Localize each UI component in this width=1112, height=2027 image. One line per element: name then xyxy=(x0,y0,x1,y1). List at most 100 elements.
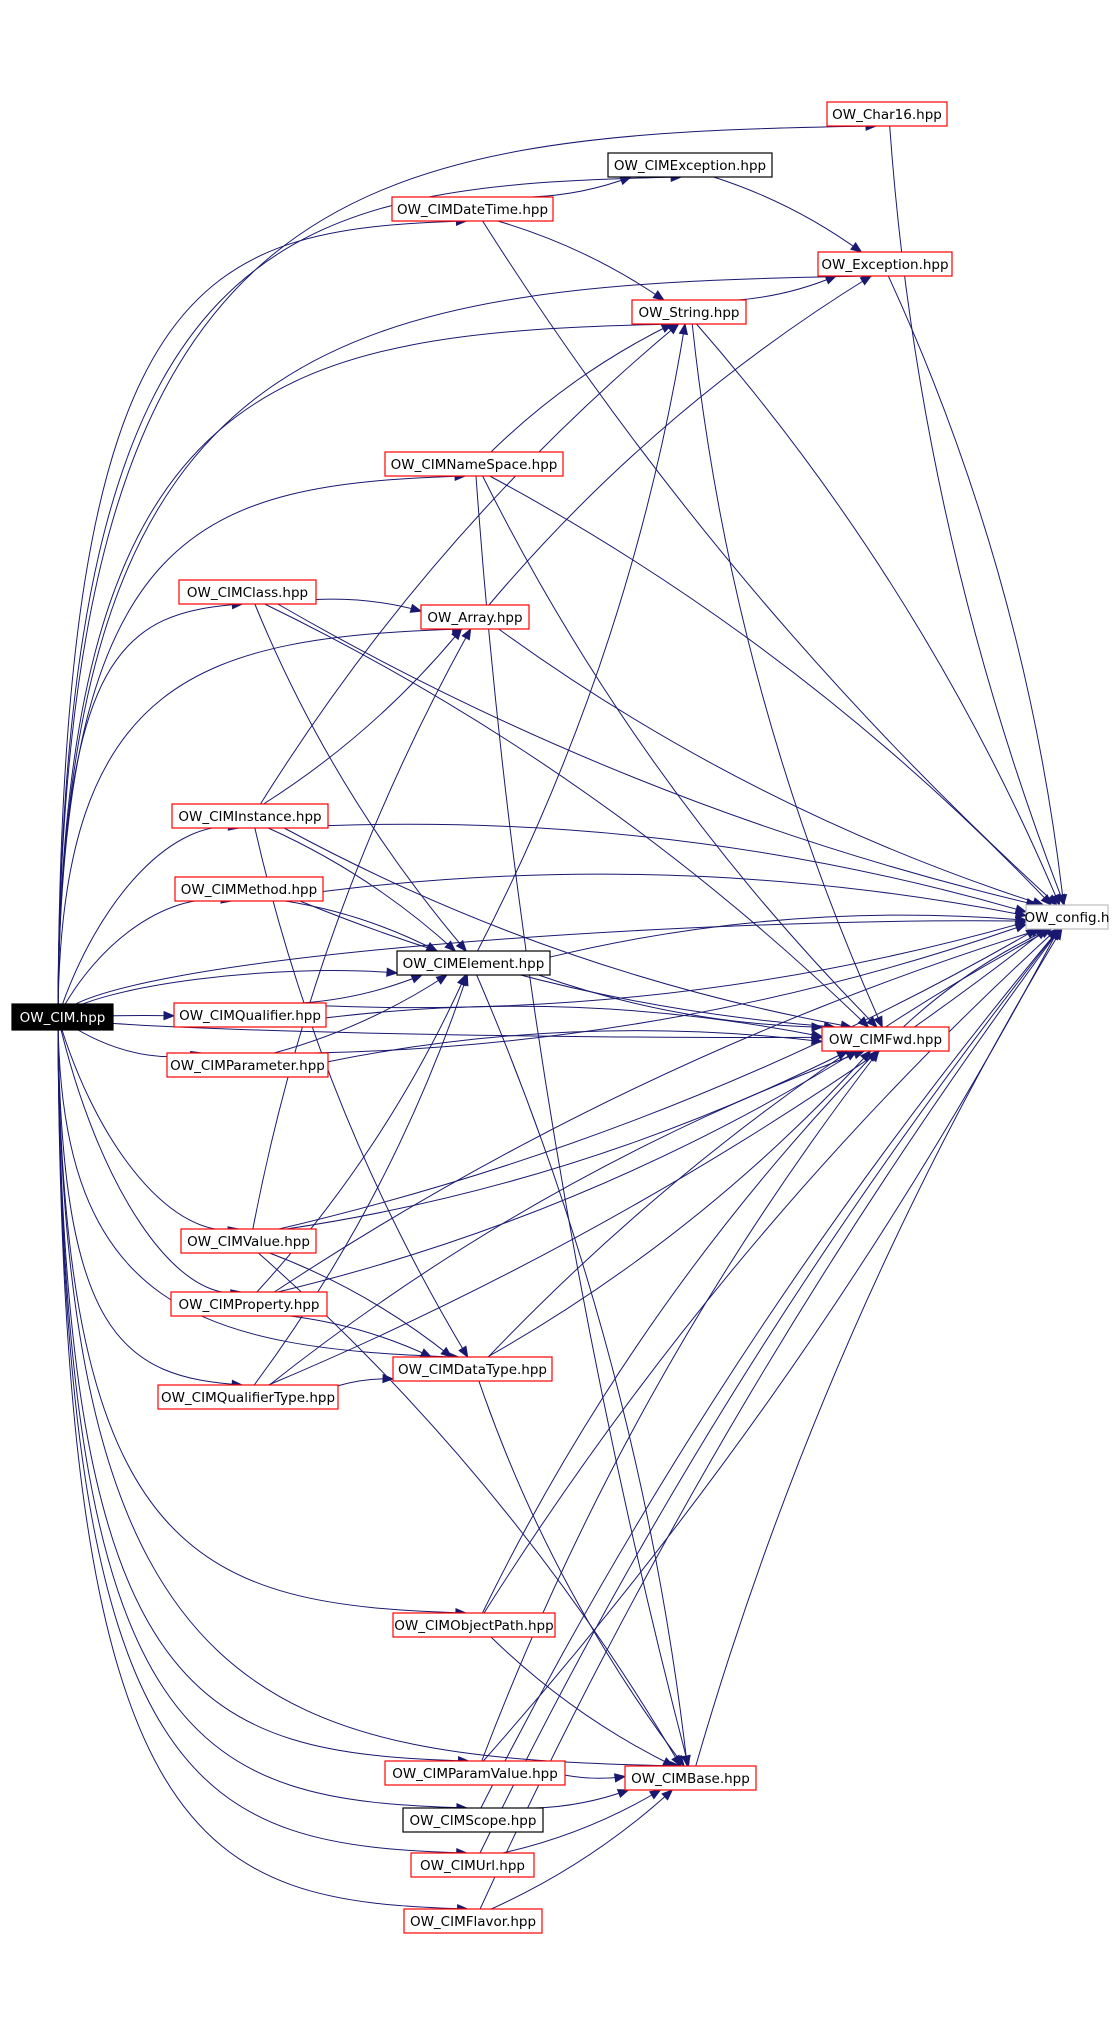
edge-char16-to-config xyxy=(889,125,1065,907)
node-ciminstance[interactable]: OW_CIMInstance.hpp xyxy=(171,803,329,829)
edge-line xyxy=(57,628,463,1018)
node-cimproperty[interactable]: OW_CIMProperty.hpp xyxy=(170,1291,328,1317)
edge-cimurl-to-cimbase xyxy=(502,1789,662,1854)
node-box xyxy=(624,1765,757,1791)
node-char16[interactable]: OW_Char16.hpp xyxy=(826,101,948,127)
edge-arrowhead xyxy=(868,1049,880,1063)
edge-line xyxy=(325,921,1027,1009)
node-label: OW_CIMNameSpace.hpp xyxy=(391,457,558,473)
node-cimobjectpath[interactable]: OW_CIMObjectPath.hpp xyxy=(392,1612,556,1638)
node-cimdatatype[interactable]: OW_CIMDataType.hpp xyxy=(392,1356,553,1382)
edge-line xyxy=(301,974,423,1004)
node-box xyxy=(157,1384,339,1410)
edge-arrowhead xyxy=(673,1754,685,1768)
node-cimfwd[interactable]: OW_CIMFwd.hpp xyxy=(821,1026,950,1052)
edge-arrowhead xyxy=(1014,908,1028,919)
node-box xyxy=(420,604,530,630)
edge-arrowhead xyxy=(386,967,399,977)
edge-line xyxy=(274,928,1042,1293)
edge-string-to-exception xyxy=(737,275,838,301)
node-cimnamespace[interactable]: OW_CIMNameSpace.hpp xyxy=(384,451,564,477)
node-cim[interactable]: OW_CIM.hpp xyxy=(11,1003,114,1031)
node-cimqualifiertype[interactable]: OW_CIMQualifierType.hpp xyxy=(157,1384,339,1410)
edge-arrowhead xyxy=(866,1016,878,1028)
edge-line xyxy=(57,1016,239,1231)
node-cimdatetime[interactable]: OW_CIMDateTime.hpp xyxy=(391,196,554,222)
node-box xyxy=(402,1807,544,1833)
edge-line xyxy=(887,275,1065,906)
edge-ciminstance-to-cimelement xyxy=(268,827,457,952)
node-cimelement[interactable]: OW_CIMElement.hpp xyxy=(396,950,551,976)
edge-ciminstance-to-config xyxy=(327,823,1028,914)
edge-cim-to-cimexception xyxy=(57,172,683,1018)
edge-line xyxy=(269,1252,452,1358)
edge-line xyxy=(695,928,1063,1767)
node-cimclass[interactable]: OW_CIMClass.hpp xyxy=(178,579,317,605)
edge-cimparameter-to-cimfwd xyxy=(327,1030,824,1063)
node-cimflavor[interactable]: OW_CIMFlavor.hpp xyxy=(403,1908,543,1934)
edge-arrowhead xyxy=(444,940,457,952)
edge-line xyxy=(490,1636,674,1767)
node-cimqualifier[interactable]: OW_CIMQualifier.hpp xyxy=(173,1002,327,1028)
edge-line xyxy=(57,1016,467,1854)
edge-ciminstance-to-array xyxy=(263,627,463,805)
node-box xyxy=(817,251,953,277)
node-cimscope[interactable]: OW_CIMScope.hpp xyxy=(402,1807,544,1833)
node-label: OW_CIMObjectPath.hpp xyxy=(394,1618,553,1634)
edge-line xyxy=(696,323,1060,906)
edge-cimqualifiertype-to-config xyxy=(268,928,1048,1386)
node-exception[interactable]: OW_Exception.hpp xyxy=(817,251,953,277)
node-cimvalue[interactable]: OW_CIMValue.hpp xyxy=(180,1228,317,1254)
node-label: OW_CIMValue.hpp xyxy=(187,1234,310,1250)
node-cimparamvalue[interactable]: OW_CIMParamValue.hpp xyxy=(384,1760,566,1786)
edge-line xyxy=(475,475,690,1767)
edge-arrowhead xyxy=(451,627,463,641)
node-box xyxy=(396,950,551,976)
edge-line xyxy=(57,898,232,1018)
edge-arrowhead xyxy=(616,1789,630,1799)
node-label: OW_CIMDataType.hpp xyxy=(398,1362,547,1378)
edge-arrowhead xyxy=(1035,928,1048,940)
node-cimbase[interactable]: OW_CIMBase.hpp xyxy=(624,1765,757,1791)
edge-line xyxy=(489,475,1052,906)
edge-cimdatatype-to-cimfwd xyxy=(487,1050,872,1358)
node-cimmethod[interactable]: OW_CIMMethod.hpp xyxy=(174,876,324,902)
edge-cim-to-cimobjectpath xyxy=(57,1016,468,1618)
edge-cimbase-to-config xyxy=(695,927,1063,1767)
node-box xyxy=(166,1052,329,1078)
edge-line xyxy=(482,220,1058,906)
edge-line xyxy=(737,275,837,301)
edge-arrowhead xyxy=(440,1346,453,1358)
edge-cim-to-cimurl xyxy=(57,1016,469,1858)
edge-line xyxy=(903,928,1050,1028)
edge-cimmethod-to-cimelement xyxy=(285,900,439,952)
node-cimurl[interactable]: OW_CIMUrl.hpp xyxy=(410,1852,535,1878)
node-string[interactable]: OW_String.hpp xyxy=(631,299,747,325)
edge-cimnamespace-to-string xyxy=(490,323,674,453)
edge-arrowhead xyxy=(461,627,472,641)
edge-line xyxy=(57,1016,466,1614)
node-label: OW_CIMFlavor.hpp xyxy=(410,1914,536,1930)
edge-arrowhead xyxy=(810,1029,824,1040)
edge-cimqualifiertype-to-cimdatatype xyxy=(337,1373,395,1387)
edge-cimexception-to-exception xyxy=(713,176,863,253)
edge-cim-to-string xyxy=(57,319,680,1018)
edge-line xyxy=(57,125,877,1018)
edge-ciminstance-to-cimdatatype xyxy=(254,827,469,1359)
edge-cimclass-to-cimelement xyxy=(254,603,468,953)
edge-line xyxy=(278,928,1037,1230)
node-config[interactable]: OW_config.h xyxy=(1025,904,1110,930)
edge-line xyxy=(283,827,852,1028)
edge-line xyxy=(478,1380,685,1767)
edge-arrowhead xyxy=(163,1010,176,1021)
node-label: OW_CIMDateTime.hpp xyxy=(397,202,548,218)
node-cimparameter[interactable]: OW_CIMParameter.hpp xyxy=(166,1052,329,1078)
edge-line xyxy=(285,900,438,952)
edge-line xyxy=(487,928,1052,1358)
node-cimexception[interactable]: OW_CIMException.hpp xyxy=(607,152,773,178)
edge-line xyxy=(483,928,1058,1614)
node-array[interactable]: OW_Array.hpp xyxy=(420,604,530,630)
node-box xyxy=(173,1002,327,1028)
edge-arrowhead xyxy=(811,1022,824,1032)
